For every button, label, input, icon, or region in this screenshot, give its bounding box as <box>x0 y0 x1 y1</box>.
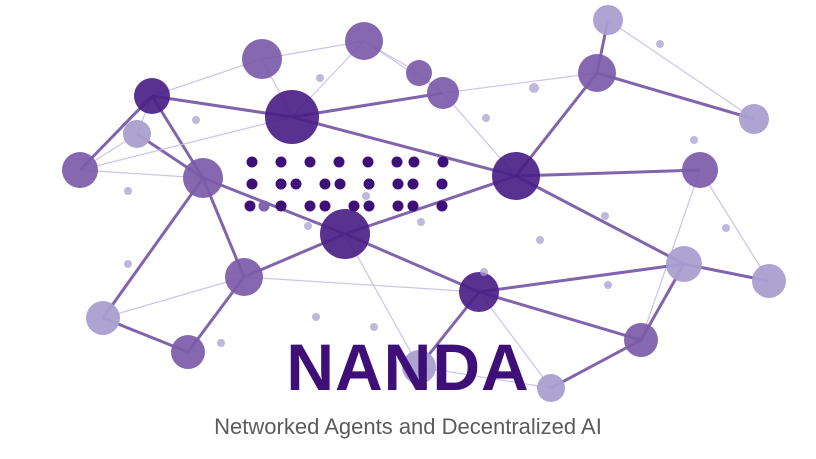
network-node <box>183 158 223 198</box>
matrix-dot <box>392 178 404 190</box>
matrix-dot <box>408 156 420 168</box>
network-node <box>492 152 540 200</box>
matrix-dot <box>407 200 419 212</box>
network-node <box>666 246 702 282</box>
matrix-dot <box>362 156 374 168</box>
network-node <box>624 323 658 357</box>
network-edge <box>101 177 205 319</box>
matrix-dot <box>275 178 287 190</box>
network-edge <box>478 262 685 294</box>
network-dot <box>536 236 544 244</box>
network-node <box>402 350 436 384</box>
matrix-dot <box>244 200 256 212</box>
network-dot <box>217 339 225 347</box>
network-dot <box>370 323 378 331</box>
network-node <box>86 301 120 335</box>
network-node <box>320 209 370 259</box>
network-dot <box>722 224 730 232</box>
network-dot <box>604 281 612 289</box>
matrix-dot <box>333 156 345 168</box>
network-edge <box>418 366 552 389</box>
network-dot <box>312 313 320 321</box>
matrix-dot <box>436 178 448 190</box>
network-dot <box>656 40 664 48</box>
network-node <box>225 258 263 296</box>
matrix-dot <box>363 178 375 190</box>
network-edge <box>515 174 685 266</box>
network-dot <box>690 136 698 144</box>
network-node <box>593 5 623 35</box>
matrix-dot <box>407 178 419 190</box>
network-edge <box>699 169 770 282</box>
matrix-dot <box>363 200 375 212</box>
network-node <box>427 77 459 109</box>
network-edge <box>202 176 346 236</box>
matrix-dot <box>319 178 331 190</box>
network-edge <box>291 115 517 178</box>
network-node <box>62 152 98 188</box>
network-edge <box>344 174 517 236</box>
network-node <box>752 264 786 298</box>
matrix-dot <box>334 178 346 190</box>
dot-matrix-glyphs <box>244 156 449 212</box>
network-dot <box>192 116 200 124</box>
network-dot <box>124 187 132 195</box>
matrix-dot <box>246 156 258 168</box>
network-node <box>242 39 282 79</box>
network-node <box>459 272 499 312</box>
matrix-dot <box>275 156 287 168</box>
network-dot <box>304 222 312 230</box>
network-node <box>134 78 170 114</box>
network-dot <box>417 218 425 226</box>
network-edge <box>442 72 598 94</box>
network-dot <box>529 83 539 93</box>
network-edge <box>79 116 293 171</box>
network-dot <box>124 260 132 268</box>
node-layer <box>62 5 786 402</box>
network-dot <box>482 114 490 122</box>
network-edge <box>607 19 755 120</box>
network-dot <box>601 212 609 220</box>
network-edge <box>102 276 245 319</box>
network-dot <box>480 268 488 276</box>
matrix-dot <box>436 200 448 212</box>
matrix-dot <box>391 156 403 168</box>
network-node <box>123 120 151 148</box>
network-edge <box>243 276 480 293</box>
matrix-dot <box>304 156 316 168</box>
network-edge <box>344 233 420 368</box>
network-node <box>406 60 432 86</box>
network-edge <box>79 169 204 179</box>
network-dot <box>362 192 370 200</box>
matrix-dot <box>246 178 258 190</box>
network-edge <box>478 290 642 342</box>
matrix-dot <box>319 200 331 212</box>
matrix-dot-faded <box>258 200 270 212</box>
network-node <box>739 104 769 134</box>
network-dot <box>316 74 324 82</box>
matrix-dot <box>348 200 360 212</box>
matrix-dot <box>437 156 449 168</box>
matrix-dot <box>275 200 287 212</box>
network-node <box>265 90 319 144</box>
network-node <box>578 54 616 92</box>
network-node <box>682 152 718 188</box>
matrix-dot <box>392 200 404 212</box>
network-edge <box>596 71 755 121</box>
network-node <box>345 22 383 60</box>
network-node <box>537 374 565 402</box>
matrix-dot <box>304 200 316 212</box>
network-node <box>171 335 205 369</box>
small-dot-layer <box>124 40 730 347</box>
matrix-dot <box>290 178 302 190</box>
network-edge <box>515 168 701 178</box>
